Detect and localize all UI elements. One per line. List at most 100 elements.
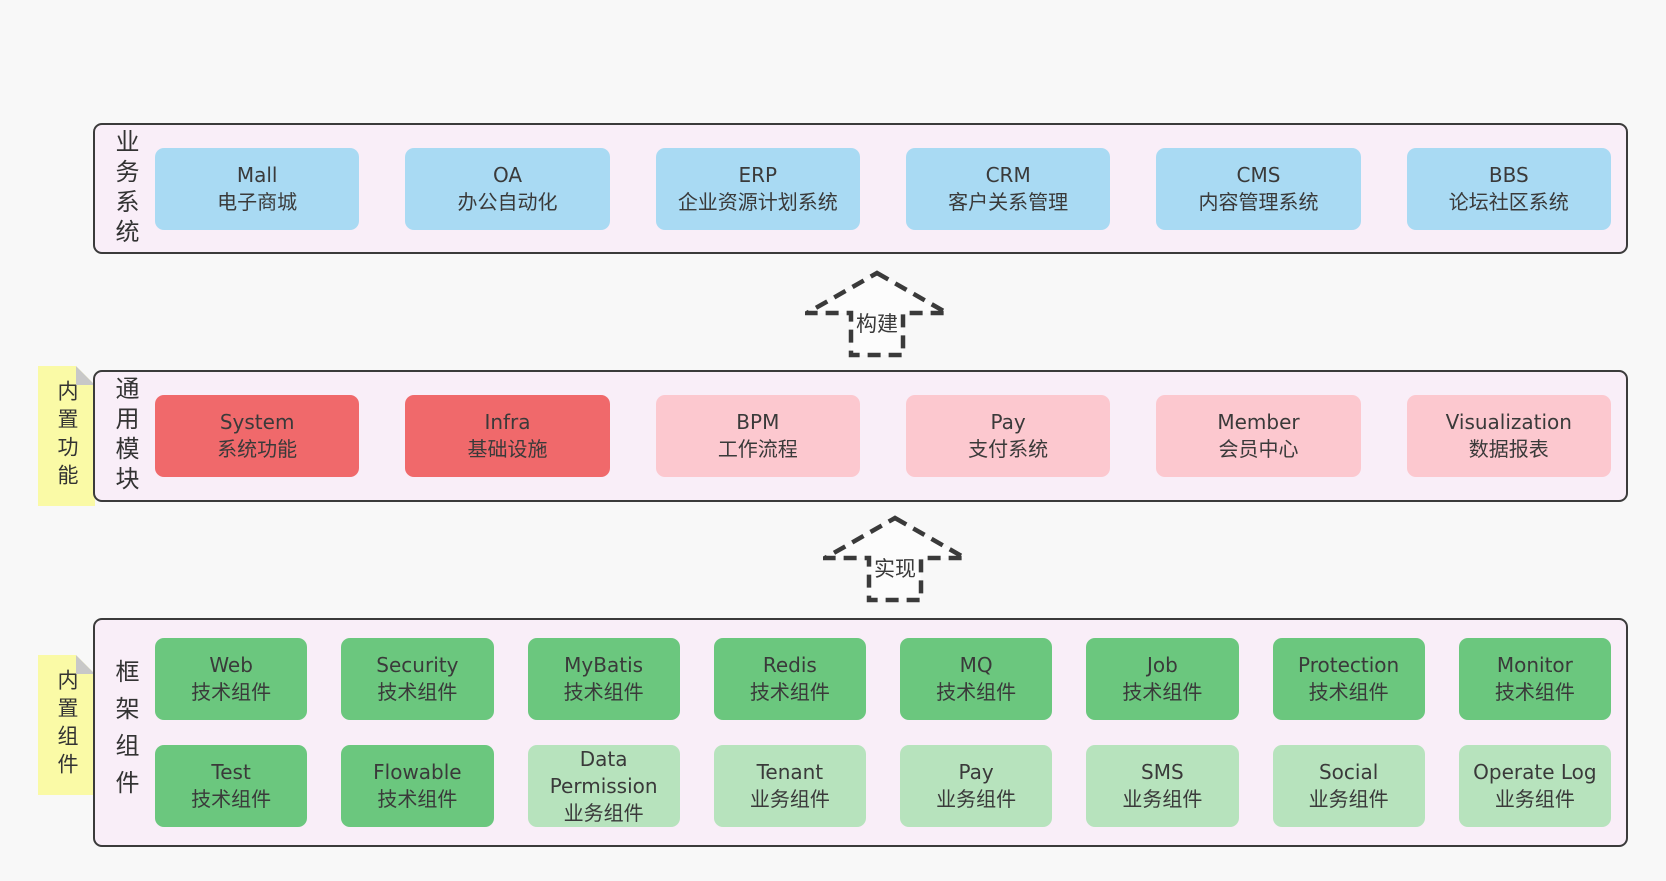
card-title: Operate Log: [1473, 760, 1597, 784]
card-title: Flowable: [373, 760, 462, 784]
card-title: CMS: [1236, 162, 1281, 187]
card-row-business: Test 技术组件 Flowable 技术组件 Data Permission …: [155, 745, 1611, 827]
card-subtitle: 技术组件: [191, 787, 272, 811]
card-mall: Mall 电子商城: [155, 147, 360, 230]
layer-label-text: 通用模块: [111, 376, 139, 496]
card-title: BPM: [736, 410, 780, 434]
card-title: Visualization: [1445, 410, 1572, 434]
card-subtitle: 数据报表: [1468, 437, 1549, 461]
card-subtitle: 论坛社区系统: [1448, 189, 1569, 214]
card-title: Redis: [762, 653, 817, 677]
card-mybatis: MyBatis 技术组件: [527, 638, 680, 720]
dashed-up-arrow-implement: 实现: [823, 515, 967, 603]
card-subtitle: 技术组件: [191, 680, 272, 704]
layer-common-modules: 通用模块 System 系统功能 Infra 基础设施 BPM 工作流程 Pay…: [93, 370, 1628, 502]
card-web: Web 技术组件: [155, 638, 308, 720]
card-oa: OA 办公自动化: [405, 147, 610, 230]
sticky-note-label: 内置组件: [55, 669, 79, 781]
card-title: BBS: [1488, 162, 1529, 187]
card-subtitle: 内容管理系统: [1198, 189, 1319, 214]
card-title: Mall: [236, 162, 278, 187]
card-test: Test 技术组件: [155, 745, 308, 827]
card-subtitle: 业务组件: [749, 787, 830, 811]
card-redis: Redis 技术组件: [713, 638, 866, 720]
card-subtitle: 办公自动化: [457, 189, 558, 214]
layer-label: 通用模块: [95, 372, 155, 500]
layer-body: Mall 电子商城 OA 办公自动化 ERP 企业资源计划系统 CRM 客户关系…: [155, 125, 1626, 252]
sticky-note-label: 内置功能: [55, 380, 79, 492]
card-flowable: Flowable 技术组件: [341, 745, 494, 827]
card-title: OA: [492, 162, 523, 187]
card-job: Job 技术组件: [1086, 638, 1239, 720]
card-security: Security 技术组件: [341, 638, 494, 720]
card-subtitle: 客户关系管理: [948, 189, 1069, 214]
layer-label-text: 框架组件: [111, 658, 139, 807]
sticky-note-builtin-components: 内置组件: [38, 655, 95, 795]
card-subtitle: 技术组件: [1494, 680, 1575, 704]
card-title: CRM: [985, 162, 1031, 187]
card-bpm: BPM 工作流程: [655, 395, 860, 477]
card-title: Social: [1318, 760, 1379, 784]
card-title: Test: [211, 760, 251, 784]
card-subtitle: 技术组件: [1308, 680, 1389, 704]
card-pay-component: Pay 业务组件: [900, 745, 1053, 827]
card-infra: Infra 基础设施: [405, 395, 610, 477]
card-social: Social 业务组件: [1272, 745, 1425, 827]
card-subtitle: 技术组件: [749, 680, 830, 704]
card-subtitle: 技术组件: [563, 680, 644, 704]
card-subtitle: 业务组件: [563, 800, 644, 825]
card-pay-module: Pay 支付系统: [905, 395, 1111, 477]
layer-label: 框架组件: [95, 620, 155, 845]
card-erp: ERP 企业资源计划系统: [655, 147, 860, 230]
card-protection: Protection 技术组件: [1272, 638, 1425, 720]
card-title: MQ: [959, 653, 993, 677]
card-monitor: Monitor 技术组件: [1458, 638, 1611, 720]
card-subtitle: 基础设施: [467, 437, 548, 461]
arrow-label: 实现: [872, 557, 918, 581]
layer-label-text: 业务系统: [111, 128, 139, 249]
card-member: Member 会员中心: [1156, 395, 1361, 477]
arrow-label: 构建: [854, 312, 900, 336]
card-bbs: BBS 论坛社区系统: [1406, 147, 1611, 230]
card-row-tech: Web 技术组件 Security 技术组件 MyBatis 技术组件 Redi…: [155, 638, 1611, 720]
card-subtitle: 支付系统: [968, 437, 1049, 461]
card-title: Tenant: [756, 760, 824, 784]
layer-framework-components: 框架组件 Web 技术组件 Security 技术组件 MyBatis 技术组件…: [93, 618, 1628, 847]
card-data-permission: Data Permission 业务组件: [527, 745, 680, 827]
card-row: Mall 电子商城 OA 办公自动化 ERP 企业资源计划系统 CRM 客户关系…: [155, 147, 1611, 230]
card-system: System 系统功能: [155, 395, 360, 477]
card-subtitle: 业务组件: [1122, 787, 1203, 811]
card-tenant: Tenant 业务组件: [713, 745, 866, 827]
card-subtitle: 工作流程: [717, 437, 798, 461]
card-title: Protection: [1298, 653, 1400, 677]
card-subtitle: 技术组件: [377, 680, 458, 704]
card-subtitle: 业务组件: [1494, 787, 1575, 811]
card-row: System 系统功能 Infra 基础设施 BPM 工作流程 Pay 支付系统…: [155, 395, 1611, 477]
card-title: ERP: [738, 162, 778, 187]
card-title: Member: [1217, 410, 1300, 434]
card-title: Web: [209, 653, 253, 677]
card-title: Pay: [958, 760, 994, 784]
card-title: SMS: [1141, 760, 1184, 784]
card-subtitle: 系统功能: [217, 437, 298, 461]
dashed-up-arrow-build: 构建: [805, 270, 949, 358]
card-sms: SMS 业务组件: [1086, 745, 1239, 827]
card-title: System: [219, 410, 295, 434]
layer-body: Web 技术组件 Security 技术组件 MyBatis 技术组件 Redi…: [155, 620, 1626, 845]
card-crm: CRM 客户关系管理: [905, 147, 1111, 230]
layer-label: 业务系统: [95, 125, 155, 252]
card-title: Infra: [484, 410, 531, 434]
card-title: Pay: [990, 410, 1026, 434]
card-title: Security: [376, 653, 459, 677]
card-cms: CMS 内容管理系统: [1156, 147, 1361, 230]
card-subtitle: 企业资源计划系统: [677, 189, 838, 214]
card-subtitle: 技术组件: [1122, 680, 1203, 704]
card-subtitle: 技术组件: [936, 680, 1017, 704]
card-subtitle: 业务组件: [1308, 787, 1389, 811]
card-title: Job: [1146, 653, 1178, 677]
card-operate-log: Operate Log 业务组件: [1458, 745, 1611, 827]
card-subtitle: 技术组件: [377, 787, 458, 811]
card-mq: MQ 技术组件: [900, 638, 1053, 720]
layer-business-systems: 业务系统 Mall 电子商城 OA 办公自动化 ERP 企业资源计划系统 CRM…: [93, 123, 1628, 254]
